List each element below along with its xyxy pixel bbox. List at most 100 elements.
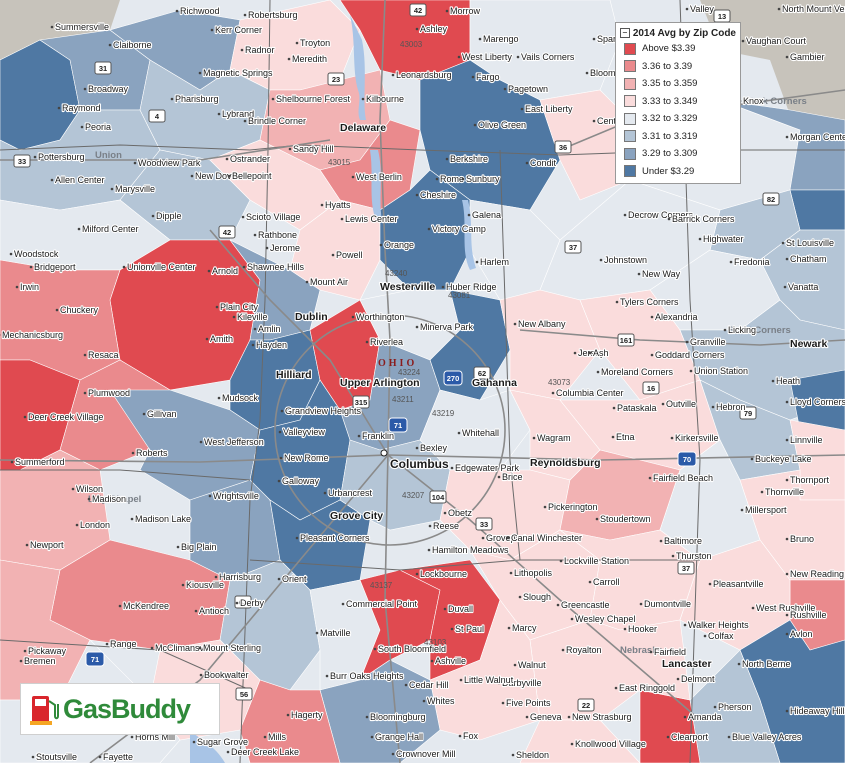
place-dot — [445, 9, 449, 13]
place-label: St Louisville — [786, 238, 834, 248]
svg-text:36: 36 — [559, 143, 567, 152]
legend-header: − 2014 Avg by Zip Code — [620, 26, 736, 40]
place-label: Fredonia — [734, 257, 770, 267]
place-dot — [391, 752, 395, 756]
place-dot — [443, 607, 447, 611]
place-label: Harrisburg — [219, 572, 261, 582]
place-label: Sunbury — [466, 174, 500, 184]
place-label: New Dover — [195, 171, 240, 181]
place-dot — [785, 438, 789, 442]
place-dot — [585, 71, 589, 75]
place-label: Marcy — [512, 623, 537, 633]
place-label: Powell — [336, 250, 363, 260]
place-dot — [277, 479, 281, 483]
place-label: Hooker — [628, 624, 657, 634]
place-dot — [415, 572, 419, 576]
place-dot — [450, 627, 454, 631]
place-label: Franklin — [362, 431, 394, 441]
place-label: Etna — [616, 432, 635, 442]
place-label: Wagram — [537, 433, 571, 443]
svg-text:43207: 43207 — [402, 491, 425, 500]
place-label: Robertsburg — [248, 10, 298, 20]
place-label: Lithopolis — [514, 568, 553, 578]
place-label: Claiborne — [113, 40, 152, 50]
place-dot — [760, 490, 764, 494]
svg-text:104: 104 — [432, 493, 445, 502]
place-dot — [570, 742, 574, 746]
place-dot — [441, 285, 445, 289]
place-label: New Reading — [790, 569, 844, 579]
place-label: Burr Oaks Heights — [330, 671, 404, 681]
place-dot — [422, 699, 426, 703]
place-label: Kilbourne — [366, 94, 404, 104]
place-dot — [29, 265, 33, 269]
svg-text:70: 70 — [683, 455, 691, 464]
place-label: Little Walnut — [464, 675, 514, 685]
place-dot — [516, 55, 520, 59]
place-label: Bellepoint — [232, 171, 272, 181]
place-dot — [592, 37, 596, 41]
place-dot — [235, 601, 239, 605]
place-dot — [214, 575, 218, 579]
place-dot — [278, 430, 282, 434]
place-label: Sandy Hill — [293, 144, 334, 154]
place-dot — [80, 125, 84, 129]
place-label: Ashville — [435, 656, 466, 666]
place-dot — [357, 434, 361, 438]
svg-text:43137: 43137 — [370, 581, 393, 590]
place-dot — [340, 217, 344, 221]
place-label: Greencastle — [561, 600, 610, 610]
place-label: Fox — [463, 731, 479, 741]
place-dot — [599, 258, 603, 262]
place-label: Kirkersville — [675, 433, 719, 443]
place-dot — [458, 734, 462, 738]
place-label: Urbancrest — [328, 488, 373, 498]
place-label: Bexley — [420, 443, 448, 453]
place-label: Amlin — [258, 324, 281, 334]
place-dot — [288, 147, 292, 151]
outerbelt-i270 — [274, 314, 506, 546]
legend-collapse-icon[interactable]: − — [620, 28, 630, 38]
place-dot — [509, 571, 513, 575]
svg-text:33: 33 — [480, 520, 488, 529]
place-dot — [151, 214, 155, 218]
place-label: Grandview Heights — [285, 406, 362, 416]
place-label: New Strasburg — [572, 712, 632, 722]
place-label: Vails Corners — [521, 52, 575, 62]
place-label: Geneva — [530, 712, 562, 722]
place-label: North Berne — [742, 659, 791, 669]
legend-item: 3.33 to 3.349 — [620, 93, 736, 111]
place-label: Ashley — [420, 24, 448, 34]
place-label: Dipple — [156, 211, 182, 221]
place-label: Deer Creek Village — [28, 412, 103, 422]
svg-text:Grove City: Grove City — [330, 510, 383, 522]
place-dot — [176, 545, 180, 549]
place-dot — [391, 73, 395, 77]
place-label: Magnetic Springs — [203, 68, 273, 78]
place-dot — [404, 683, 408, 687]
legend-swatch — [624, 42, 636, 55]
place-dot — [370, 735, 374, 739]
place-label: Newport — [30, 540, 64, 550]
place-dot — [428, 524, 432, 528]
svg-text:31: 31 — [99, 64, 107, 73]
place-dot — [445, 157, 449, 161]
place-dot — [595, 517, 599, 521]
place-dot — [83, 87, 87, 91]
legend-label: 3.32 to 3.329 — [642, 113, 698, 125]
place-dot — [295, 41, 299, 45]
legend-label: 3.36 to 3.39 — [642, 60, 693, 72]
place-dot — [614, 686, 618, 690]
place-label: Linnville — [790, 435, 823, 445]
place-dot — [513, 663, 517, 667]
place-dot — [365, 715, 369, 719]
place-dot — [737, 662, 741, 666]
place-label: Bookwalter — [204, 670, 249, 680]
svg-text:Newark: Newark — [790, 338, 828, 350]
place-dot — [785, 709, 789, 713]
place-dot — [243, 119, 247, 123]
place-dot — [713, 705, 717, 709]
svg-text:82: 82 — [767, 195, 775, 204]
place-label: Deer Creek Lake — [231, 747, 299, 757]
svg-text:Gahanna: Gahanna — [472, 377, 517, 389]
